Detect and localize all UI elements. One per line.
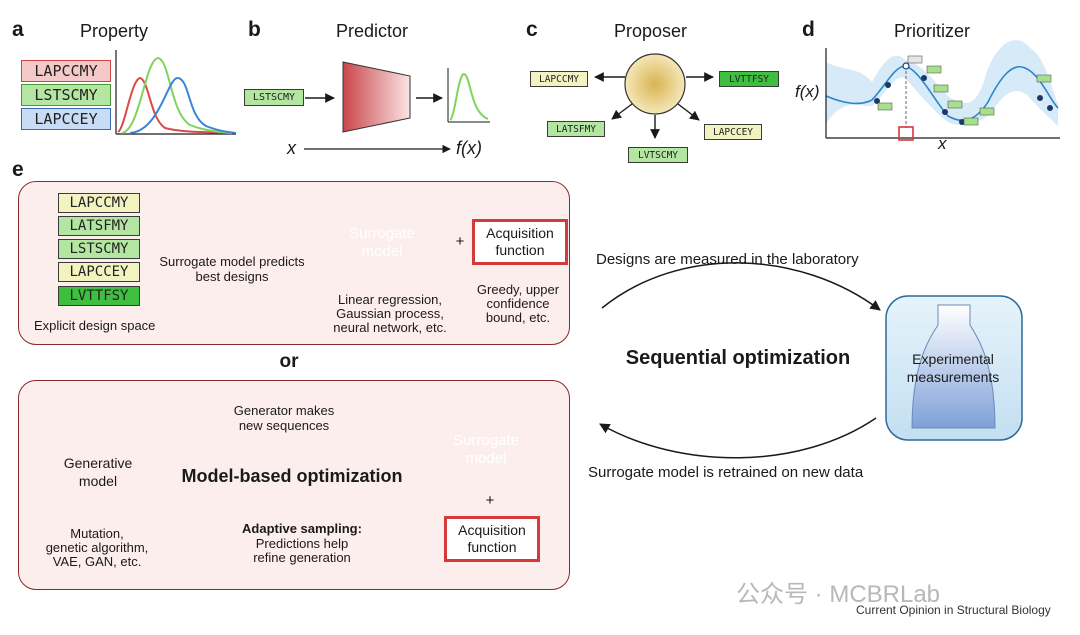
design-tag-3: LSTSCMY	[58, 239, 140, 259]
design-tag-1: LAPCCMY	[58, 193, 140, 213]
journal-credit: Current Opinion in Structural Biology	[856, 603, 1051, 617]
predictor-fx-label: f(x)	[456, 138, 482, 158]
proposer-tag-lapccey: LAPCCEY	[704, 124, 762, 140]
panel-c-letter: c	[526, 18, 538, 41]
surrogate-upper-label-1: Surrogate	[349, 225, 415, 242]
curve-green	[121, 56, 233, 134]
panel-b-title: Predictor	[336, 21, 409, 41]
property-tag-blue: LAPCCEY	[21, 108, 111, 130]
panel-c-title: Proposer	[614, 21, 688, 41]
predict-text-2: best designs	[195, 269, 269, 284]
mbo-title: Model-based optimization	[181, 466, 403, 486]
panel-a-title: Property	[80, 21, 149, 41]
adaptive-title: Adaptive sampling:	[242, 521, 362, 536]
generator-text-1: Generator makes	[233, 403, 335, 418]
proposer-tag-lapccmy: LAPCCMY	[530, 71, 588, 87]
proposer-tag-lvtscmy: LVTSCMY	[628, 147, 688, 163]
design-tag-4: LAPCCEY	[58, 262, 140, 282]
predicted-curve	[449, 72, 489, 121]
adaptive-2: refine generation	[253, 550, 351, 565]
surrogate-desc-2: Gaussian process,	[336, 306, 444, 321]
property-tag-red: LAPCCMY	[21, 60, 111, 82]
surrogate-lower-label-2: model	[465, 450, 507, 467]
experimental-label-2: measurements	[906, 369, 1000, 385]
experimental-label-1: Experimental	[912, 351, 994, 367]
surrogate-desc-3: neural network, etc.	[333, 320, 447, 335]
predictor-diagram	[304, 61, 490, 154]
proposer-tag-latsfmy: LATSFMY	[547, 121, 605, 137]
design-space-caption: Explicit design space	[34, 318, 156, 333]
panel-a-letter: a	[12, 18, 24, 41]
acq-desc-3: bound, etc.	[485, 310, 551, 325]
sequential-optimization-title: Sequential optimization	[625, 347, 851, 369]
prioritizer-y-label: f(x)	[795, 82, 820, 101]
proposer-diagram	[594, 53, 714, 139]
retrained-text: Surrogate model is retrained on new data	[588, 464, 864, 481]
prioritizer-x-label: x	[938, 134, 947, 153]
design-tag-2: LATSFMY	[58, 216, 140, 236]
retrained-arrow	[599, 417, 877, 459]
acq-upper-2: function	[495, 242, 545, 258]
predictor-x-label: x	[287, 138, 296, 158]
prioritizer-plot	[825, 40, 1060, 141]
mean-curve	[825, 65, 1059, 122]
watermark: 公众号 · MCBRLab	[736, 581, 941, 608]
property-plot	[115, 50, 237, 135]
generator-text-2: new sequences	[238, 418, 330, 433]
generative-label-2: model	[78, 473, 118, 489]
gen-desc-3: VAE, GAN, etc.	[52, 554, 142, 569]
gen-desc-2: genetic algorithm,	[45, 540, 149, 555]
proposer-tag-lvttfsy: LVTTFSY	[719, 71, 779, 87]
acq-lower-2: function	[467, 539, 517, 555]
experimental-flask	[885, 295, 1023, 441]
surrogate-upper-label-2: model	[361, 243, 403, 260]
property-tag-green: LSTSCMY	[21, 84, 111, 106]
uncertainty-band	[826, 40, 1058, 127]
panel-d-letter: d	[802, 18, 815, 41]
panel-d-title: Prioritizer	[894, 21, 971, 41]
proposer-ball	[624, 53, 686, 115]
gen-desc-1: Mutation,	[70, 526, 124, 541]
measured-arrow	[601, 262, 881, 311]
acquisition-function-upper: Acquisition function	[472, 219, 568, 265]
selected-x-marker	[898, 126, 914, 141]
panel-e-letter: e	[12, 158, 24, 181]
plus-upper: +	[455, 233, 465, 250]
plus-lower: +	[485, 492, 495, 509]
acquisition-function-lower: Acquisition function	[444, 516, 540, 562]
panel-b-letter: b	[248, 18, 261, 41]
acq-desc-1: Greedy, upper	[476, 282, 560, 297]
surrogate-desc-1: Linear regression,	[337, 292, 443, 307]
surrogate-lower-label-1: Surrogate	[453, 432, 519, 449]
measured-text: Designs are measured in the laboratory	[596, 251, 859, 268]
acq-lower-1: Acquisition	[458, 522, 526, 538]
adaptive-1: Predictions help	[255, 536, 349, 551]
design-tag-5: LVTTFSY	[58, 286, 140, 306]
acq-desc-2: confidence	[486, 296, 550, 311]
predictor-input-tag: LSTSCMY	[244, 89, 304, 106]
predict-text-1: Surrogate model predicts	[159, 254, 305, 269]
curve-blue	[129, 77, 237, 134]
generative-label-1: Generative	[63, 455, 133, 471]
or-label: or	[279, 351, 299, 372]
curve-red	[117, 76, 233, 134]
acq-upper-1: Acquisition	[486, 225, 554, 241]
predictor-model-shape	[342, 61, 411, 133]
